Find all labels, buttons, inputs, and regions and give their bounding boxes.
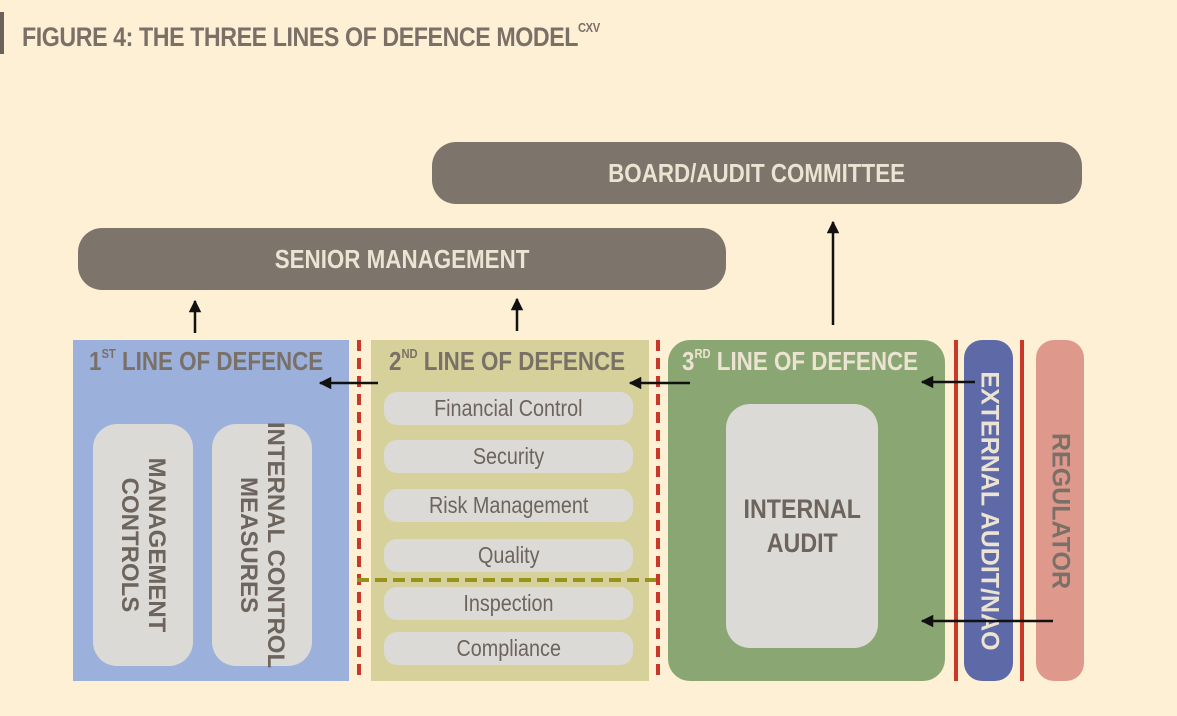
second-line-panel: 2ND LINE OF DEFENCE Financial Control Se… [371, 340, 649, 681]
second-line-divider [357, 578, 663, 582]
figure-title: FIGURE 4: THE THREE LINES OF DEFENCE MOD… [22, 20, 600, 52]
board-audit-committee-box: BOARD/AUDIT COMMITTEE [432, 142, 1082, 204]
item-financial-control: Financial Control [384, 392, 633, 425]
separator-external-regulator [1020, 340, 1024, 681]
senior-management-box: SENIOR MANAGEMENT [78, 228, 726, 290]
separator-line-2-3 [656, 340, 660, 681]
external-audit-box: EXTERNAL AUDIT/NAO [964, 340, 1013, 681]
item-inspection: Inspection [384, 587, 633, 620]
separator-line-3-external [954, 340, 958, 681]
internal-audit-box: INTERNAL AUDIT [726, 404, 878, 648]
item-security: Security [384, 440, 633, 473]
item-quality: Quality [384, 539, 633, 572]
title-accent-bar [0, 12, 4, 54]
third-line-panel: 3RD LINE OF DEFENCE INTERNAL AUDIT [668, 340, 945, 681]
item-risk-management: Risk Management [384, 489, 633, 522]
third-line-title: 3RD LINE OF DEFENCE [682, 346, 919, 376]
regulator-box: REGULATOR [1036, 340, 1084, 681]
second-line-title: 2ND LINE OF DEFENCE [389, 346, 626, 376]
first-line-title: 1ST LINE OF DEFENCE [89, 346, 324, 376]
separator-line-1-2 [357, 340, 361, 681]
item-compliance: Compliance [384, 632, 633, 665]
